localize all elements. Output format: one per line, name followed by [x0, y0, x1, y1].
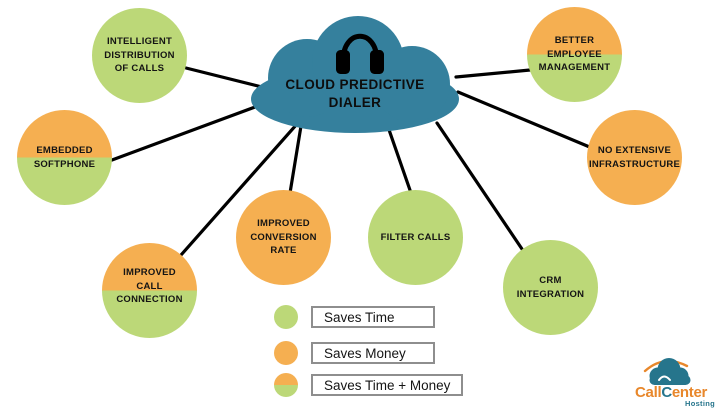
- node-no-extensive-infrastructure: NO EXTENSIVE INFRASTRUCTURE: [587, 110, 682, 205]
- connector-line: [454, 68, 532, 79]
- legend-label: Saves Time: [324, 309, 395, 325]
- legend-item-saves-money: Saves Money: [274, 341, 435, 365]
- legend-label: Saves Time + Money: [324, 377, 451, 393]
- legend-swatch-split-icon: [274, 373, 298, 397]
- node-label: CRM INTEGRATION: [516, 274, 585, 300]
- legend-box: Saves Time + Money: [311, 374, 464, 396]
- node-better-employee-management: BETTER EMPLOYEE MANAGEMENT: [527, 7, 622, 102]
- legend-swatch-green-icon: [274, 305, 298, 329]
- legend-item-saves-time-money: Saves Time + Money: [274, 373, 464, 397]
- node-label: FILTER CALLS: [380, 231, 451, 243]
- connector-line: [435, 121, 526, 254]
- node-crm-integration: CRM INTEGRATION: [503, 240, 598, 335]
- node-label: IMPROVED CONVERSION RATE: [250, 217, 317, 257]
- callcenterhosting-logo: CallCenter Hosting: [631, 353, 719, 412]
- node-label: EMBEDDED SOFTPHONE: [33, 144, 96, 170]
- connector-line: [456, 90, 594, 150]
- legend-box: Saves Money: [311, 342, 435, 364]
- cloud-shape: [251, 16, 459, 133]
- connector-line: [110, 105, 257, 162]
- headphones-icon: [336, 33, 384, 74]
- node-label: NO EXTENSIVE INFRASTRUCTURE: [588, 144, 681, 170]
- node-improved-call-connection: IMPROVED CALL CONNECTION: [102, 243, 197, 338]
- legend-box: Saves Time: [311, 306, 435, 328]
- node-label: INTELLIGENT DISTRIBUTION OF CALLS: [104, 35, 175, 75]
- logo-hosting-text: Hosting: [685, 399, 715, 408]
- logo-cloud-icon: [649, 358, 691, 385]
- node-intelligent-distribution-of-calls: INTELLIGENT DISTRIBUTION OF CALLS: [92, 8, 187, 103]
- node-label: IMPROVED CALL CONNECTION: [116, 266, 183, 306]
- node-label: BETTER EMPLOYEE MANAGEMENT: [538, 34, 611, 74]
- legend-item-saves-time: Saves Time: [274, 305, 435, 329]
- connector-line: [385, 122, 413, 195]
- cloud-title: CLOUD PREDICTIVE DIALER: [285, 77, 425, 110]
- logo-wordmark: CallCenter: [635, 384, 708, 401]
- connector-line: [288, 124, 303, 195]
- legend-label: Saves Money: [324, 345, 406, 361]
- node-embedded-softphone: EMBEDDED SOFTPHONE: [17, 110, 112, 205]
- node-filter-calls: FILTER CALLS: [368, 190, 463, 285]
- node-improved-conversion-rate: IMPROVED CONVERSION RATE: [236, 190, 331, 285]
- connector-line: [184, 66, 264, 89]
- legend-swatch-orange-icon: [274, 341, 298, 365]
- connector-line: [179, 122, 299, 257]
